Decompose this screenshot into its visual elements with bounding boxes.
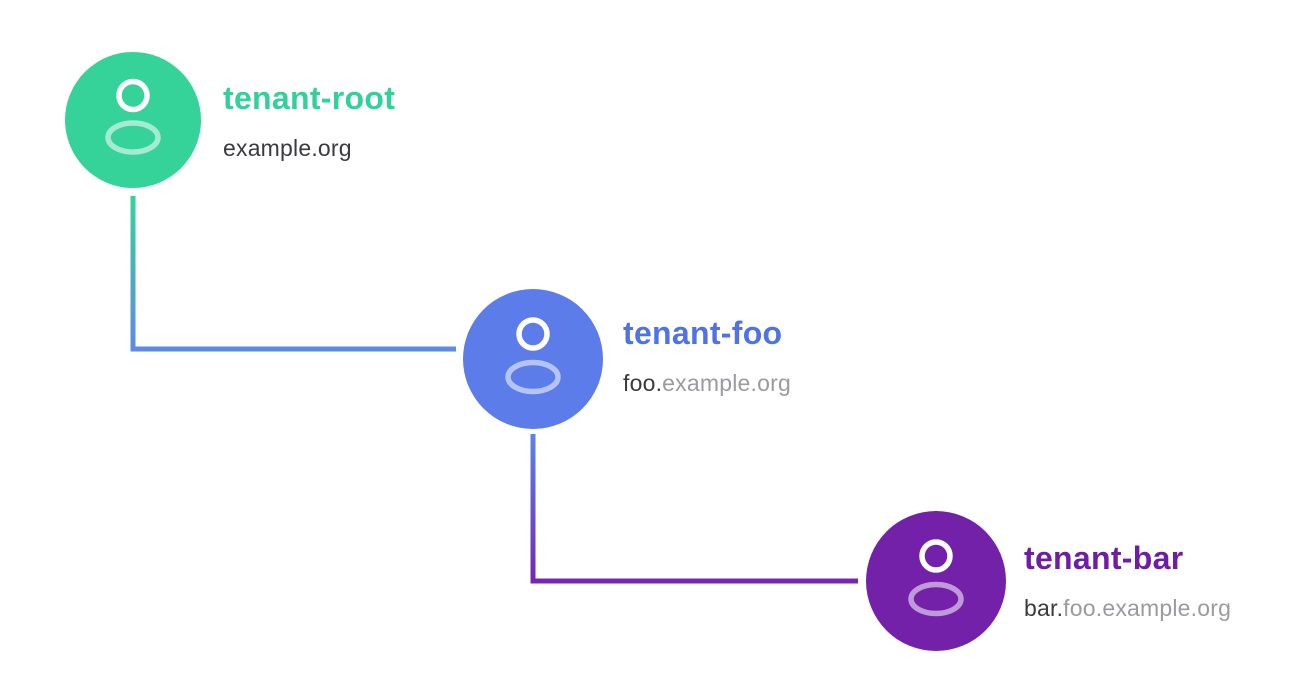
user-icon-body [908, 581, 964, 617]
tenant-foo-circle [463, 289, 603, 429]
node-tenant-foo: tenant-foo foo.example.org [463, 289, 791, 429]
node-tenant-root: tenant-root example.org [65, 52, 395, 188]
node-domain: bar.foo.example.org [1024, 595, 1231, 621]
user-icon [505, 317, 561, 395]
user-icon [908, 539, 964, 617]
node-title: tenant-bar [1024, 540, 1183, 576]
node-title: tenant-root [223, 80, 395, 116]
tenant-bar-circle [866, 511, 1006, 651]
tenant-root-circle [65, 52, 201, 188]
node-domain: example.org [223, 135, 352, 161]
connector-root-to-foo [130, 196, 456, 352]
node-domain: foo.example.org [623, 370, 791, 396]
user-icon-body [505, 359, 561, 395]
domain-rest: foo.example.org [1063, 595, 1231, 621]
user-icon-head [919, 539, 953, 573]
user-icon-head [516, 317, 550, 351]
node-title: tenant-foo [623, 315, 782, 351]
node-tenant-bar: tenant-bar bar.foo.example.org [866, 511, 1231, 651]
domain-rest: example.org [662, 370, 791, 396]
domain-highlight: example.org [223, 135, 352, 161]
user-icon-body [105, 120, 161, 155]
domain-highlight: foo. [623, 370, 662, 396]
connector-foo-to-bar [530, 434, 858, 584]
user-icon [105, 78, 161, 155]
user-icon-head [116, 78, 150, 113]
domain-highlight: bar. [1024, 595, 1063, 621]
